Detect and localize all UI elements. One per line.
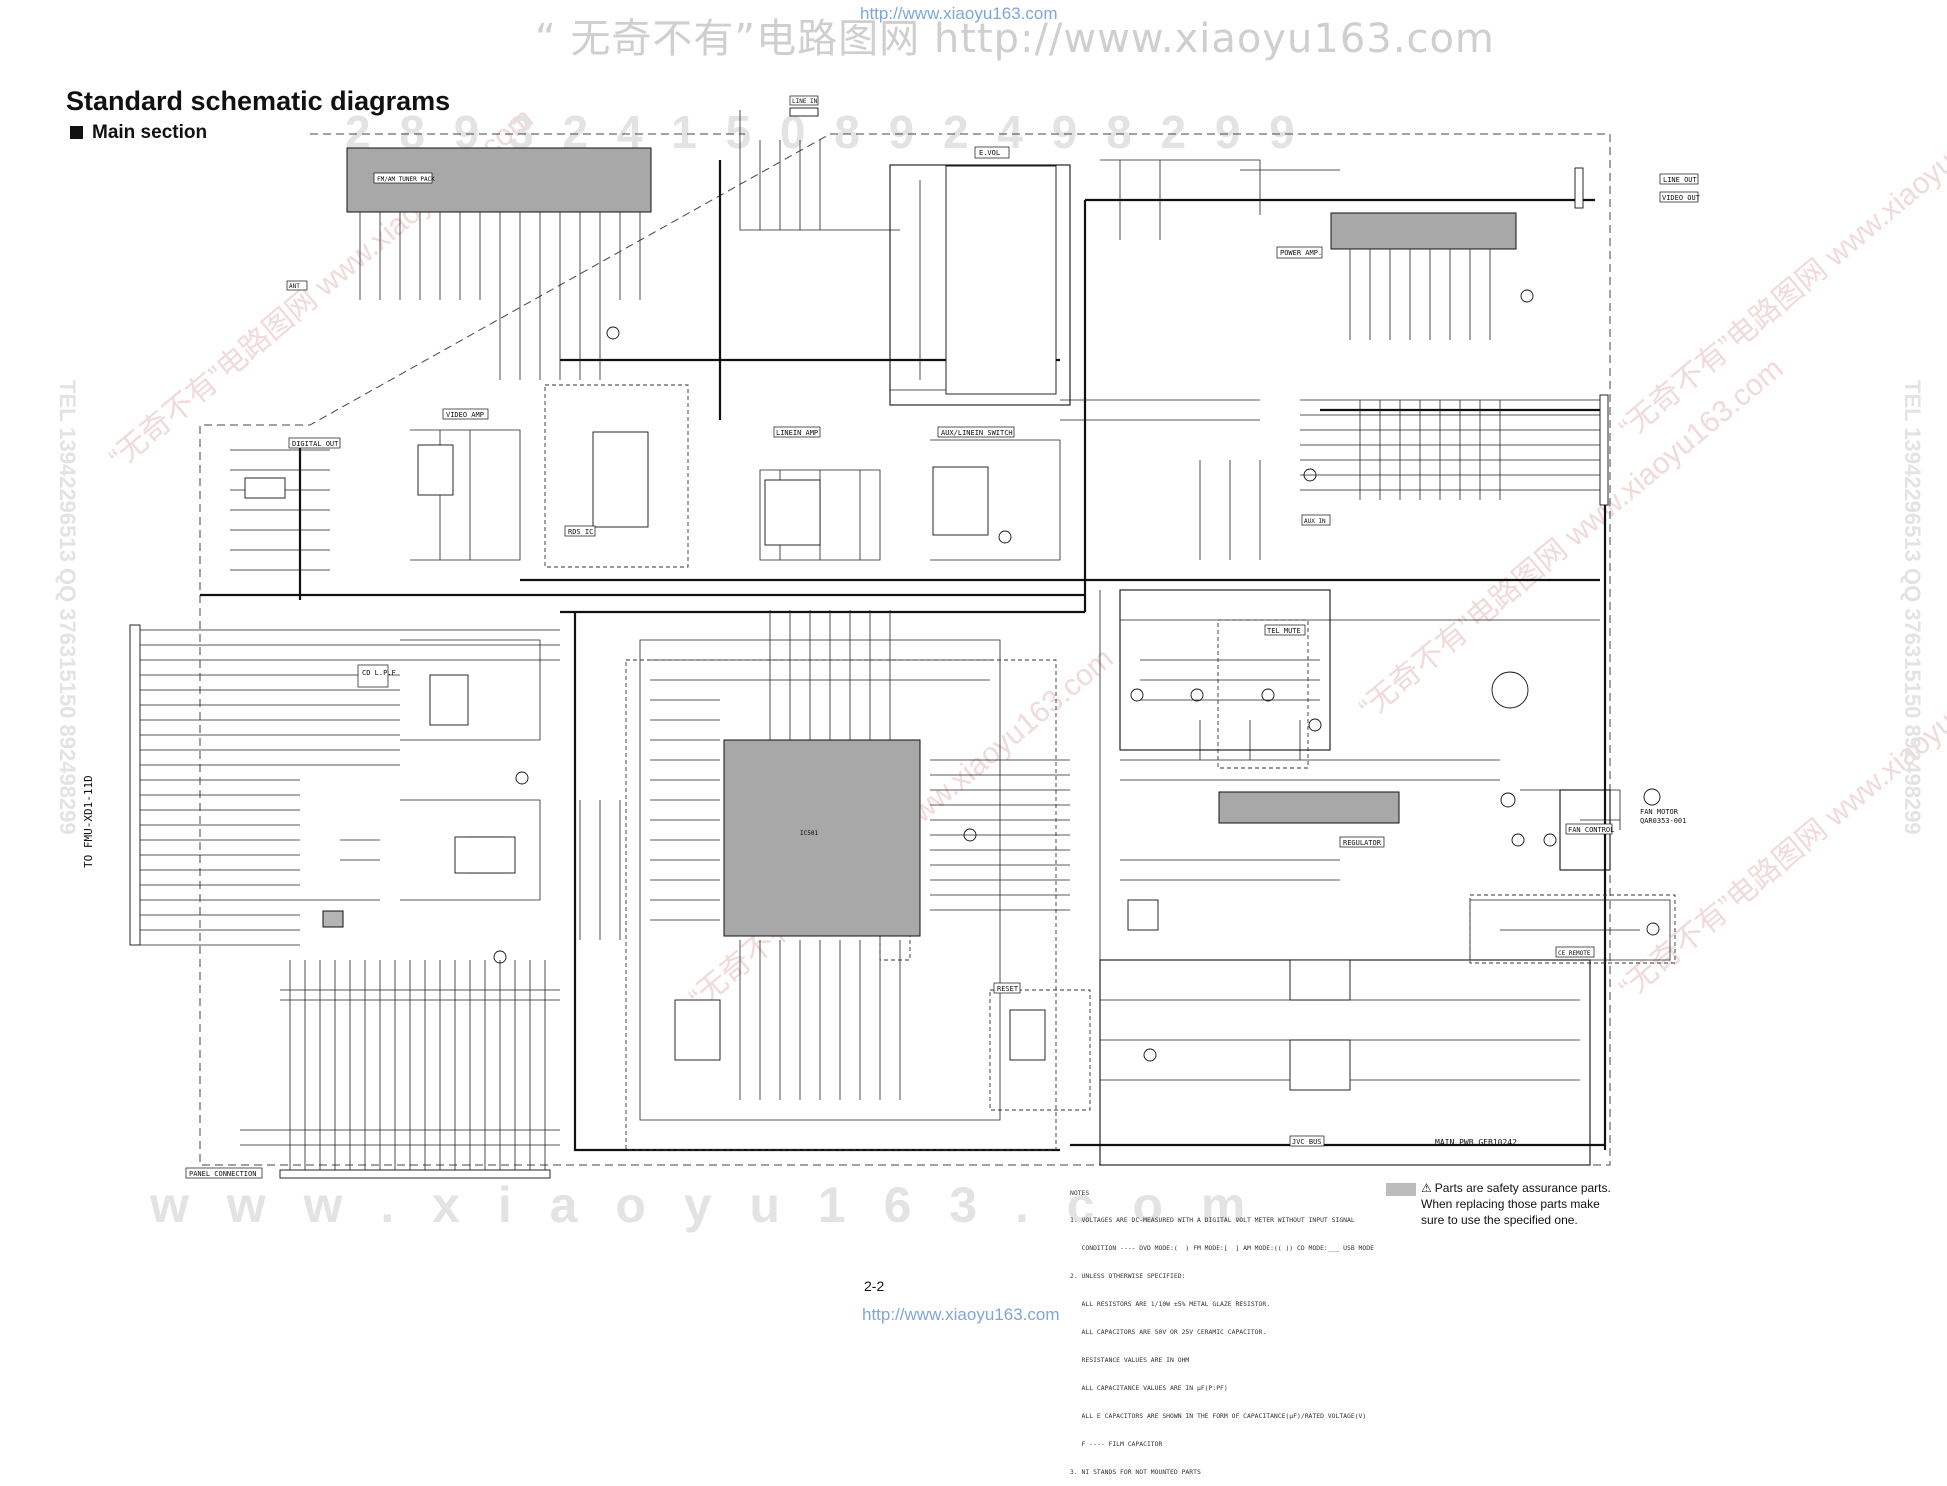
watermark-side-right: TEL 13942296513 QQ 376315150 892498299: [1900, 380, 1925, 835]
power-amp-label: POWER AMP.: [1280, 249, 1322, 257]
ce-remote-label: CE REMOTE: [1558, 950, 1591, 957]
video-amp-label: VIDEO AMP: [446, 411, 484, 419]
board-outline: [199, 133, 1611, 1166]
line-in-label: LINE IN: [792, 98, 818, 105]
warning-icon: ⚠: [1421, 1181, 1432, 1195]
note-line: ALL CAPACITORS ARE 50V OR 25V CERAMIC CA…: [1070, 1328, 1267, 1337]
regulator-ic: [1218, 791, 1400, 824]
linein-amp-label: LINEIN AMP: [776, 429, 818, 437]
connectors: [129, 107, 1609, 1179]
fan-motor-label: FAN MOTOR: [1640, 808, 1679, 816]
power-amp-ic: [1330, 212, 1517, 250]
note-line: CONDITION ---- DVD MODE:( ) FM MODE:[ ] …: [1070, 1244, 1374, 1253]
fan-motor-part: QAR0353-001: [1640, 817, 1686, 825]
watermark-diagonal-5: “无奇不有”电路图网 www.xiaoyu163.com: [1353, 352, 1789, 726]
jvc-bus-label: JVC BUS: [1292, 1138, 1322, 1146]
note-line: ALL RESISTORS ARE 1/10W ±5% METAL GLAZE …: [1070, 1300, 1271, 1309]
to-fmu-label: TO FMU-XD1-11D: [82, 775, 95, 868]
note-line: NOTES: [1070, 1188, 1090, 1197]
panel-connection-label: PANEL CONNECTION: [189, 1170, 256, 1178]
fan-control-label: FAN CONTROL: [1568, 826, 1614, 834]
sub-block-outlines: [544, 384, 1676, 1151]
watermark-bottom-url[interactable]: http://www.xiaoyu163.com: [862, 1305, 1060, 1324]
rds-ic-label: RDS IC: [568, 528, 593, 536]
page-title: Standard schematic diagrams: [66, 86, 451, 116]
safety-legend-swatch: [1386, 1183, 1416, 1196]
dsp-ic-label: IC501: [800, 830, 818, 837]
reset-label: RESET: [997, 985, 1019, 993]
schematic-diagram: 2 8 9 3 2 4 1 5 0 8 9 2 4 9 8 2 9 9 w w …: [55, 72, 1947, 1233]
cd-lpf-label: CD L.P.F: [362, 669, 396, 677]
section-title: Main section: [69, 122, 208, 143]
main-pwb-label: MAIN PWB GEB10242: [1435, 1138, 1517, 1147]
note-line: RESISTANCE VALUES ARE IN OHM: [1070, 1355, 1190, 1364]
small-ics: [244, 165, 1351, 1091]
note-line: ALL CAPACITANCE VALUES ARE IN μF(P:PF): [1070, 1383, 1228, 1392]
legend-line-3: sure to use the specified one.: [1421, 1213, 1578, 1227]
block-frames: [889, 164, 1611, 1166]
schematic-labels: E.VOL POWER AMP. LINE OUT VIDEO OUT LINE…: [82, 95, 1701, 1179]
legend-line-2: When replacing those parts make: [1421, 1197, 1600, 1211]
aux-switch-label: AUX/LINEIN SWITCH: [941, 429, 1013, 437]
note-line: 2. UNLESS OTHERWISE SPECIFIED:: [1070, 1272, 1186, 1281]
note-line: ALL E CAPACITORS ARE SHOWN IN THE FORM O…: [1070, 1411, 1367, 1420]
note-line: 3. NI STANDS FOR NOT MOUNTED PARTS: [1070, 1467, 1201, 1476]
watermark-diagonal-3: “无奇不有”电路图网 www.xiaoyu163.com: [1613, 72, 1947, 446]
discrete-components: [493, 289, 1661, 1062]
note-line: F ---- FILM CAPACITOR: [1070, 1439, 1163, 1448]
legend-line-1: Parts are safety assurance parts.: [1434, 1181, 1611, 1195]
regulator-label: REGULATOR: [1343, 839, 1382, 847]
note-line: 1. VOLTAGES ARE DC-MEASURED WITH A DIGIT…: [1070, 1216, 1355, 1225]
watermark-top-url[interactable]: http://www.xiaoyu163.com: [860, 4, 1058, 23]
watermark-top-banner: “ 无奇不有”电路图网 http://www.xiaoyu163.com: [535, 16, 1495, 62]
page-number: 2-2: [864, 1278, 885, 1294]
digital-out-label: DIGITAL OUT: [292, 440, 339, 448]
tuner-label: FM/AM TUNER PACK: [377, 176, 435, 183]
watermark-www: w w w . x i a o y u 1 6 3 . c o m: [149, 1177, 1257, 1233]
tel-mute-label: TEL MUTE: [1267, 627, 1301, 635]
line-out-label: LINE OUT: [1663, 176, 1698, 184]
signal-wiring: [140, 110, 1671, 1170]
watermark-side-left: TEL 13942296513 QQ 376315150 892498299: [55, 380, 80, 835]
safety-legend: ⚠Parts are safety assurance parts. When …: [1421, 1180, 1651, 1228]
schematic-notes: NOTES 1. VOLTAGES ARE DC-MEASURED WITH A…: [1070, 1170, 1374, 1486]
video-out-label: VIDEO OUT: [1662, 194, 1701, 202]
dsp-ic: IC501: [723, 739, 921, 937]
tuner-ic: FM/AM TUNER PACK: [346, 147, 652, 213]
aux-in-label: AUX IN: [1304, 518, 1326, 525]
evol-label: E.VOL: [979, 149, 1000, 157]
ant-label: ANT: [289, 283, 300, 290]
bus-wiring: [200, 160, 1607, 1152]
